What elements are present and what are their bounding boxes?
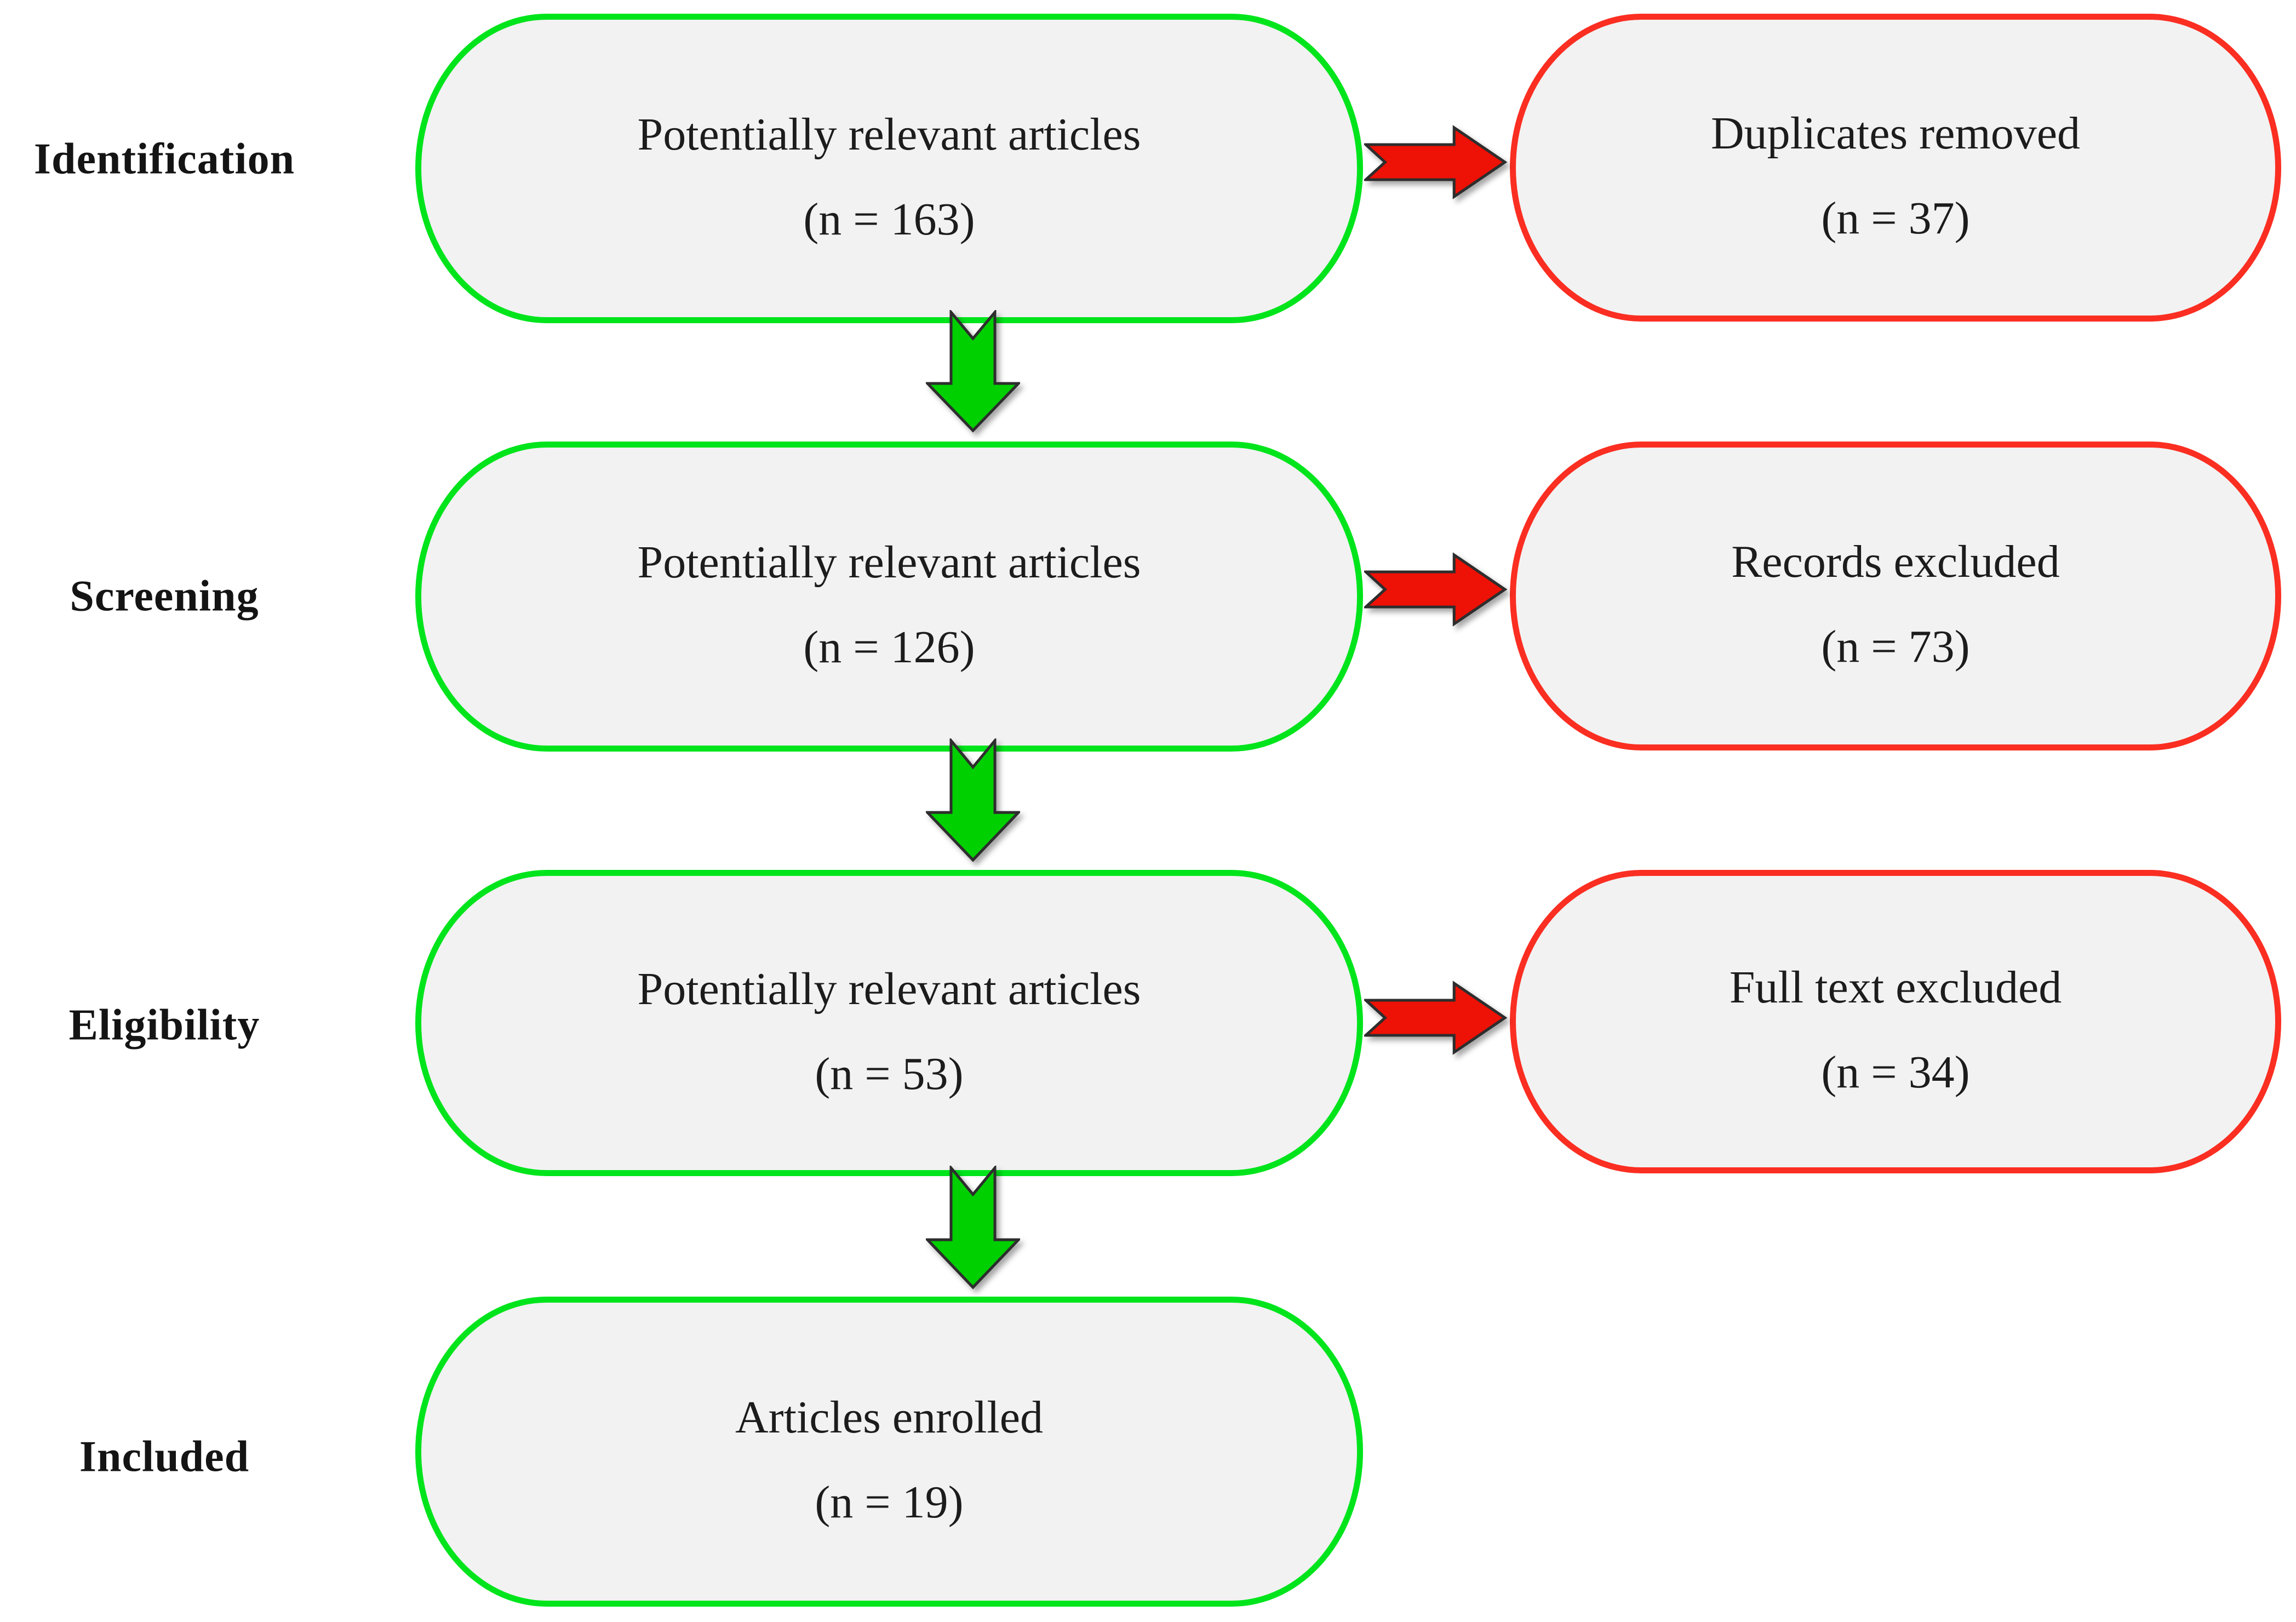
- right-arrow-icon: [1364, 551, 1508, 628]
- right-arrow-icon: [1364, 979, 1508, 1056]
- main-box-4-title: Articles enrolled: [735, 1392, 1044, 1443]
- side-box-duplicates-removed: Duplicates removed (n = 37): [1510, 14, 2281, 322]
- main-box-1-title: Potentially relevant articles: [637, 108, 1141, 160]
- main-box-2-count: (n = 126): [803, 622, 975, 673]
- main-box-3-title: Potentially relevant articles: [637, 963, 1141, 1015]
- down-arrow-shape: [926, 738, 1020, 862]
- main-box-2-title: Potentially relevant articles: [637, 537, 1141, 588]
- side-box-2-title: Records excluded: [1731, 536, 2060, 587]
- down-arrow-shape: [926, 310, 1020, 433]
- down-arrow-shape: [926, 1166, 1020, 1289]
- main-box-screening: Potentially relevant articles (n = 126): [415, 442, 1363, 752]
- main-box-3-count: (n = 53): [815, 1048, 964, 1099]
- side-box-3-title: Full text excluded: [1729, 962, 2062, 1013]
- side-box-records-excluded: Records excluded (n = 73): [1510, 442, 2281, 750]
- down-arrow-icon: [926, 310, 1020, 433]
- side-box-full-text-excluded: Full text excluded (n = 34): [1510, 870, 2281, 1173]
- stage-label-included: Included: [79, 1432, 250, 1481]
- stage-label-screening: Screening: [70, 572, 259, 621]
- down-arrow-icon: [926, 1166, 1020, 1289]
- right-arrow-shape: [1364, 981, 1508, 1055]
- main-box-eligibility: Potentially relevant articles (n = 53): [415, 870, 1363, 1176]
- side-box-1-count: (n = 37): [1821, 193, 1970, 244]
- main-box-included: Articles enrolled (n = 19): [415, 1297, 1363, 1607]
- down-arrow-icon: [926, 738, 1020, 862]
- side-box-3-count: (n = 34): [1821, 1047, 1970, 1098]
- stage-label-identification: Identification: [33, 135, 295, 184]
- stage-label-eligibility: Eligibility: [68, 1001, 260, 1050]
- right-arrow-shape: [1364, 125, 1508, 199]
- main-box-1-count: (n = 163): [803, 193, 975, 245]
- side-box-1-title: Duplicates removed: [1710, 108, 2081, 159]
- main-box-identification: Potentially relevant articles (n = 163): [415, 14, 1363, 323]
- main-box-4-count: (n = 19): [815, 1477, 964, 1528]
- right-arrow-shape: [1364, 552, 1508, 627]
- side-box-2-count: (n = 73): [1821, 621, 1970, 672]
- right-arrow-icon: [1364, 124, 1508, 200]
